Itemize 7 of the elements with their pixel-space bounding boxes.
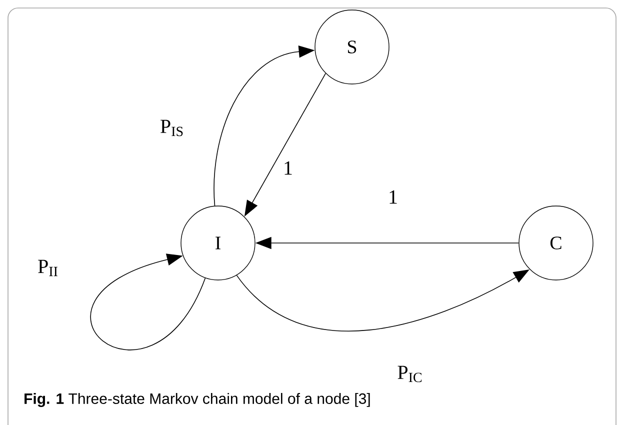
edge-label: P$_{IC}$	[398, 366, 422, 382]
figure-caption: Fig. 1 Three-state Markov chain model of a node [3]	[24, 392, 370, 408]
edge-label: P$_{II}$	[38, 260, 58, 276]
arrow	[90, 254, 206, 350]
edge-label: 1	[284, 161, 292, 175]
edge-label: P$_{IS}$	[160, 120, 183, 136]
edge-label: 1	[390, 190, 397, 204]
